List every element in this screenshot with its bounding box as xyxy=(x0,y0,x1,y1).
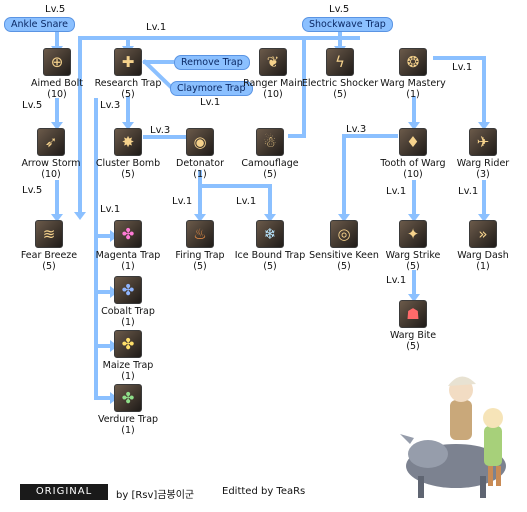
skill-tooth-of-warg[interactable]: ♦ Tooth of Warg (10) xyxy=(358,128,468,180)
skill-warg-bite[interactable]: ☗ Warg Bite (5) xyxy=(358,300,468,352)
skill-sensitive-keen[interactable]: ◎ Sensitive Keen (5) xyxy=(289,220,399,272)
level-top-research: Lv.1 xyxy=(146,22,167,33)
cobalt-trap-icon: ✤ xyxy=(114,276,142,304)
author-credit: by [Rsv]금봉이군 xyxy=(116,490,195,501)
leaf-icon: ❦ xyxy=(259,48,287,76)
ankle-snare-pill: Ankle Snare xyxy=(4,17,75,32)
skill-cluster-bomb[interactable]: ✸ Cluster Bomb (5) xyxy=(73,128,183,180)
verdure-trap-icon: ✤ xyxy=(114,384,142,412)
level-rider-dash: Lv.1 xyxy=(458,186,479,197)
shockwave-pill: Shockwave Trap xyxy=(302,17,393,32)
shockwave-level: Lv.5 xyxy=(329,4,350,15)
claymore-trap-pill: Claymore Trap xyxy=(170,81,253,96)
level-research-magenta: Lv.1 xyxy=(100,204,121,215)
level-cluster-detonator: Lv.3 xyxy=(150,125,171,136)
skill-fear-breeze[interactable]: ≋ Fear Breeze (5) xyxy=(0,220,104,272)
skill-firing-trap[interactable]: ♨ Firing Trap (5) xyxy=(145,220,255,272)
maize-trap-icon: ✤ xyxy=(114,330,142,358)
rider-icon: ✈ xyxy=(469,128,497,156)
camouflage-icon: ☃ xyxy=(256,128,284,156)
trap-icon: ✚ xyxy=(114,48,142,76)
level-claymore-camouflage: Lv.1 xyxy=(200,97,221,108)
level-arrow-fear: Lv.5 xyxy=(22,185,43,196)
arrow-storm-icon: ➶ xyxy=(37,128,65,156)
bite-icon: ☗ xyxy=(399,300,427,328)
shock-icon: ϟ xyxy=(326,48,354,76)
tooth-icon: ♦ xyxy=(399,128,427,156)
skill-ranger-main[interactable]: ❦ Ranger Main (10) xyxy=(218,48,328,100)
skill-warg-dash[interactable]: » Warg Dash (1) xyxy=(428,220,527,272)
ankle-snare-level: Lv.5 xyxy=(45,4,66,15)
warg-icon: ❂ xyxy=(399,48,427,76)
level-research-cluster: Lv.3 xyxy=(100,100,121,111)
skill-verdure-trap[interactable]: ✤ Verdure Trap (1) xyxy=(73,384,183,436)
eye-icon: ◎ xyxy=(330,220,358,248)
editor-credit: Editted by TeaRs xyxy=(222,486,306,497)
level-detonator-firing: Lv.1 xyxy=(172,196,193,207)
detonator-icon: ◉ xyxy=(186,128,214,156)
skill-magenta-trap[interactable]: ✤ Magenta Trap (1) xyxy=(73,220,183,272)
skill-warg-mastery[interactable]: ❂ Warg Mastery (1) xyxy=(358,48,468,100)
remove-trap-pill: Remove Trap xyxy=(174,55,250,70)
skill-ice-bound-trap[interactable]: ❄ Ice Bound Trap (5) xyxy=(215,220,325,272)
level-tooth-strike: Lv.1 xyxy=(386,186,407,197)
level-mastery-rider: Lv.1 xyxy=(452,62,473,73)
skill-maize-trap[interactable]: ✤ Maize Trap (1) xyxy=(73,330,183,382)
strike-icon: ✦ xyxy=(399,220,427,248)
skill-aimed-bolt[interactable]: ⊕ Aimed Bolt (10) xyxy=(2,48,112,100)
skill-warg-strike[interactable]: ✦ Warg Strike (5) xyxy=(358,220,468,272)
fear-breeze-icon: ≋ xyxy=(35,220,63,248)
skill-detonator[interactable]: ◉ Detonator (1) xyxy=(145,128,255,180)
skill-research-trap[interactable]: ✚ Research Trap (5) xyxy=(73,48,183,100)
ranger-warg-illustration xyxy=(400,376,506,498)
magenta-trap-icon: ✤ xyxy=(114,220,142,248)
level-detonator-icebound: Lv.1 xyxy=(236,196,257,207)
level-tooth-sensitive: Lv.3 xyxy=(346,124,367,135)
ice-icon: ❄ xyxy=(256,220,284,248)
crosshair-icon: ⊕ xyxy=(43,48,71,76)
skill-warg-rider[interactable]: ✈ Warg Rider (3) xyxy=(428,128,527,180)
dash-icon: » xyxy=(469,220,497,248)
skill-arrow-storm[interactable]: ➶ Arrow Storm (10) xyxy=(0,128,106,180)
bomb-icon: ✸ xyxy=(114,128,142,156)
level-strike-bite: Lv.1 xyxy=(386,275,407,286)
skill-camouflage[interactable]: ☃ Camouflage (5) xyxy=(215,128,325,180)
fire-icon: ♨ xyxy=(186,220,214,248)
level-aimed-arrow: Lv.5 xyxy=(22,100,43,111)
original-badge: ORIGINAL xyxy=(20,484,108,500)
skill-cobalt-trap[interactable]: ✤ Cobalt Trap (1) xyxy=(73,276,183,328)
skill-electric-shocker[interactable]: ϟ Electric Shocker (5) xyxy=(285,48,395,100)
